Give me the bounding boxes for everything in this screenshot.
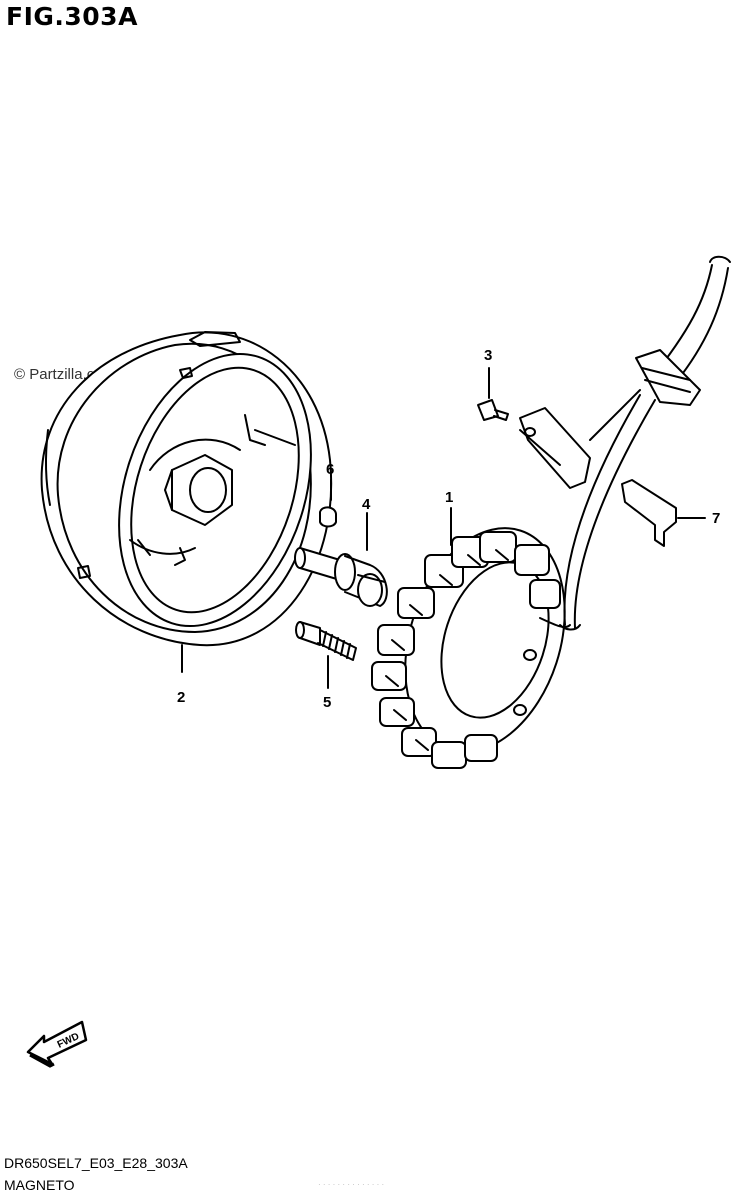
- clamp-part: [621, 479, 677, 547]
- key-part: [319, 506, 337, 528]
- callout-2: 2: [177, 689, 186, 706]
- faint-footer-text: · · · · · · · · · · · · · ·: [318, 1180, 385, 1189]
- callout-3: 3: [484, 347, 493, 364]
- stator-part: [371, 527, 571, 769]
- rotor-part: [40, 331, 333, 647]
- callout-5: 5: [323, 694, 332, 711]
- figure-title: FIG.303A: [6, 2, 138, 31]
- rotor-bolt-part: [294, 547, 388, 607]
- callout-4: 4: [362, 496, 371, 513]
- stator-screw-part: [295, 621, 357, 661]
- pickup-coil: [519, 407, 591, 489]
- fwd-arrow-icon: [26, 1020, 88, 1068]
- diagram-name: MAGNETO: [4, 1177, 75, 1193]
- diagram-code: DR650SEL7_E03_E28_303A: [4, 1155, 188, 1171]
- wire-harness: [559, 255, 731, 631]
- pickup-screw-part: [477, 399, 509, 421]
- callout-7: 7: [712, 510, 721, 527]
- callout-1: 1: [445, 489, 454, 506]
- callout-6: 6: [326, 461, 335, 478]
